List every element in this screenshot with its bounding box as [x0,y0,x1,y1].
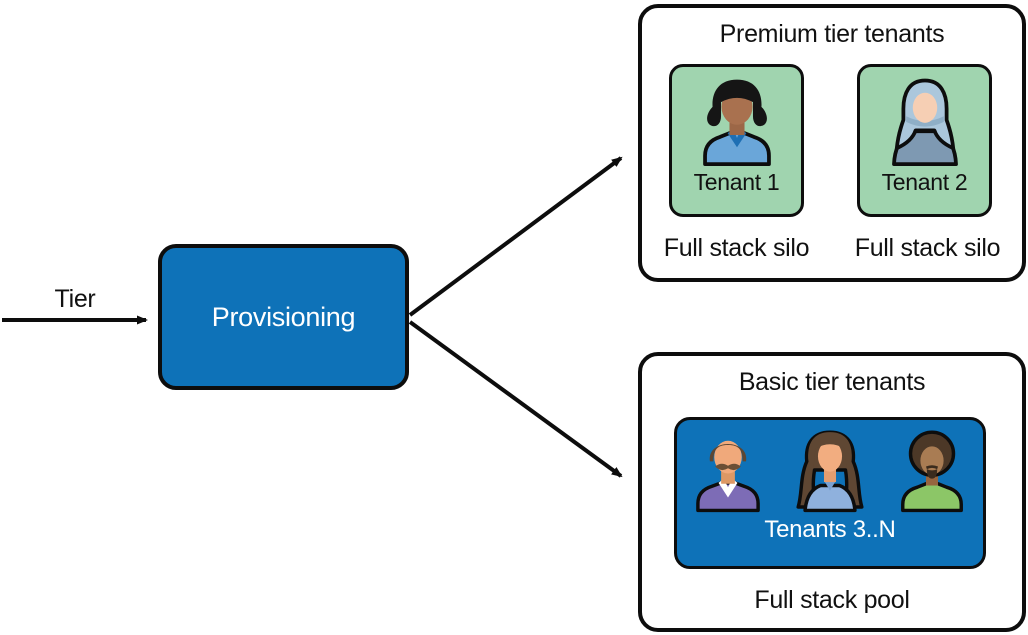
tenant-2-caption: Full stack silo [854,234,1001,262]
mustache-man-avatar-icon [696,440,760,513]
afro-person-avatar-icon [901,430,963,513]
tenant-pool: Tenants 3..N [674,417,986,569]
basic-branch-arrow [408,320,623,478]
basic-tier-caption: Full stack pool [754,586,910,614]
provisioning-node: Provisioning [158,244,409,390]
tier-input-label: Tier [54,285,96,313]
woman-bob-avatar-icon [702,79,771,167]
tenant-1-caption: Full stack silo [663,234,810,262]
basic-tier-group: Basic tier tenants [638,352,1026,632]
premium-tier-group: Premium tier tenants Tenant 1 Tenant 2 F… [638,4,1026,282]
premium-tier-title: Premium tier tenants [719,20,945,48]
hijab-woman-avatar-icon [891,78,958,167]
tenant-pool-label: Tenants 3..N [764,516,896,543]
basic-tier-title: Basic tier tenants [738,368,926,396]
tenant-1-card: Tenant 1 [669,64,804,217]
tenant-2-card: Tenant 2 [857,64,992,217]
tenant-2-label: Tenant 2 [881,169,968,195]
provisioning-label: Provisioning [211,301,356,332]
tenant-1-label: Tenant 1 [693,169,780,195]
pool-avatars [685,427,975,513]
wavy-hair-woman-avatar-icon [796,430,864,513]
premium-branch-arrow [408,156,623,317]
